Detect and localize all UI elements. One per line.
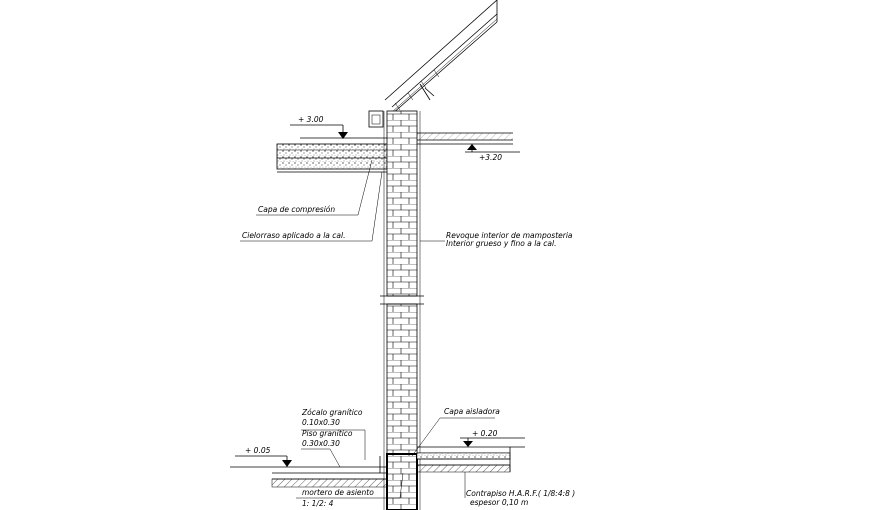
leader-contrapiso: Contrapiso H.A.R.F.( 1/8:4:8 ) espesor 0…: [464, 472, 575, 507]
roof: [368, 0, 498, 128]
level-marker-0-20: + 0.20: [460, 429, 525, 447]
brick-wall: [380, 110, 424, 510]
mortero-line2: 1: 1/2: 4: [302, 499, 334, 508]
leader-cielorraso: Cielorraso aplicado a la cal.: [240, 171, 383, 242]
cielorraso-label: Cielorraso aplicado a la cal.: [242, 231, 345, 240]
zocalo-dim: 0.10x0.30: [302, 418, 340, 427]
capa-aisladora-label: Capa aisladora: [444, 407, 500, 416]
level-marker-0-05: + 0.05: [235, 446, 292, 467]
piso-dim: 0.30x0.30: [302, 439, 340, 448]
contrapiso-line2: espesor 0,10 m: [470, 498, 528, 507]
floor-right: [416, 446, 525, 473]
level-0-05-label: + 0.05: [245, 446, 271, 455]
leader-capa-compresion: Capa de compresión: [256, 159, 373, 216]
ceiling-right: [416, 132, 513, 145]
leader-capa-aisladora: Capa aisladora: [411, 407, 500, 457]
leader-revoque: Revoque interior de mamposteria Interior…: [420, 231, 573, 248]
gutter: [368, 110, 384, 128]
zocalo-label: Zócalo granítico: [301, 408, 363, 417]
revoque-line1: Revoque interior de mamposteria: [446, 231, 573, 240]
level-3-00-label: + 3.00: [298, 115, 324, 124]
piso-label: Piso granítico: [302, 429, 353, 438]
level-3-20-label: +3.20: [479, 153, 502, 162]
level-0-20-label: + 0.20: [472, 429, 498, 438]
level-marker-3-20: +3.20: [465, 144, 520, 162]
contrapiso-line1: Contrapiso H.A.R.F.( 1/8:4:8 ): [466, 489, 575, 498]
level-marker-3-00: + 3.00: [290, 115, 348, 139]
mortero-line1: mortero de asiento: [302, 488, 374, 497]
leader-zocalo: Zócalo granítico 0.10x0.30: [301, 408, 366, 460]
capa-compresion-label: Capa de compresión: [258, 205, 335, 214]
gutter-inner: [371, 114, 381, 125]
leader-mortero: mortero de asiento 1: 1/2: 4: [296, 472, 404, 508]
leader-piso: Piso granítico 0.30x0.30: [301, 429, 353, 468]
floor-left: [230, 456, 388, 488]
revoque-line2: Interior grueso y fino a la cal.: [446, 239, 556, 248]
